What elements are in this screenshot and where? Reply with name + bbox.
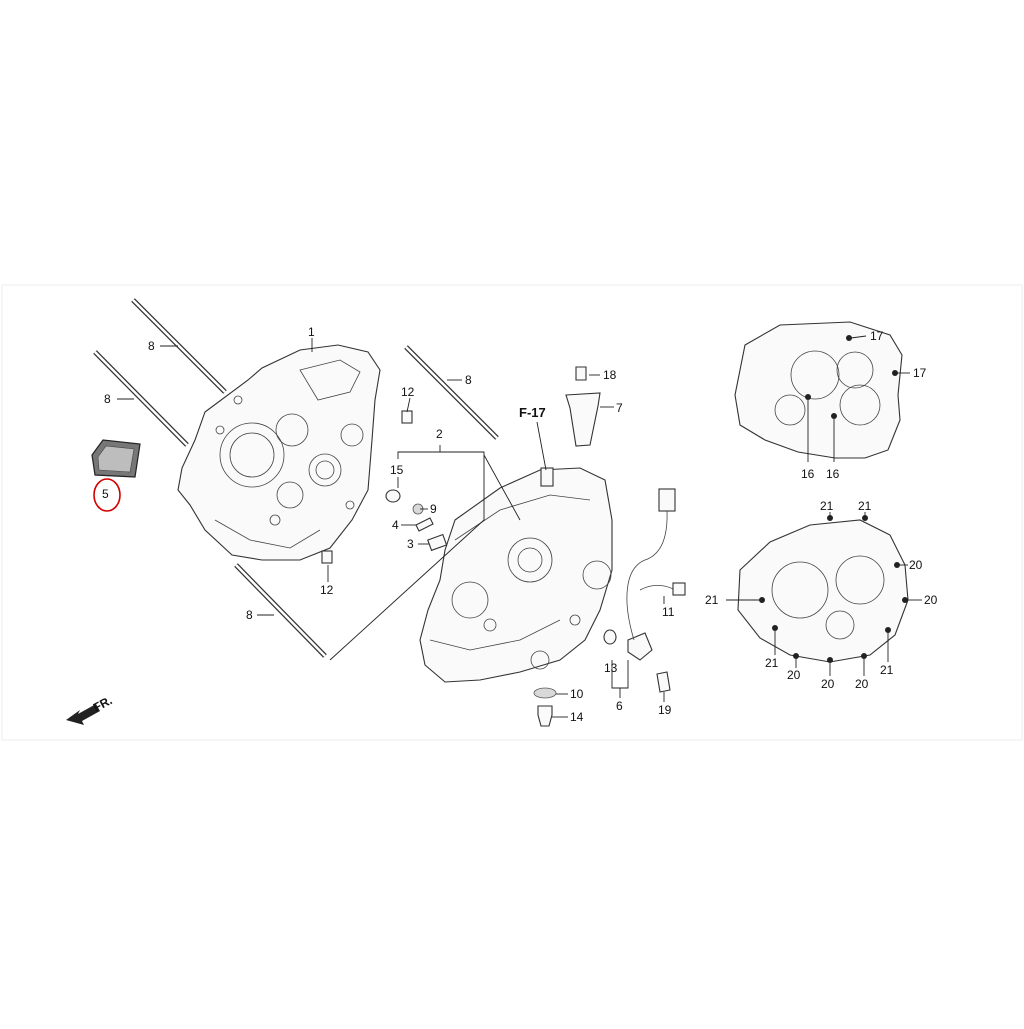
sensor-6 — [627, 632, 653, 661]
spring-4 — [415, 517, 434, 532]
callout-8-a: 8 — [148, 339, 155, 353]
callout-16-b: 16 — [826, 467, 840, 481]
oil-strainer-screen — [91, 439, 141, 478]
callout-13: 13 — [604, 661, 618, 675]
callout-6: 6 — [616, 699, 623, 713]
washer-10 — [533, 687, 557, 699]
callout-5: 5 — [102, 487, 109, 501]
callout-10: 10 — [570, 687, 584, 701]
stud-bolts — [93, 298, 499, 658]
leader-lines — [117, 335, 922, 718]
left-crankcase — [177, 344, 381, 561]
callout-20-e: 20 — [855, 677, 869, 691]
callout-15: 15 — [390, 463, 404, 477]
seal-15 — [385, 489, 401, 503]
callout-8-b: 8 — [104, 392, 111, 406]
highlight-circle — [93, 478, 121, 512]
callout-17-b: 17 — [913, 366, 927, 380]
bolt-19 — [656, 671, 671, 693]
dowel-pin-upper — [401, 410, 413, 424]
callout-21-c: 21 — [705, 593, 719, 607]
plunger-3 — [427, 533, 448, 552]
right-cover-gasket — [734, 321, 903, 459]
o-ring-13 — [603, 629, 617, 645]
bolt-18 — [575, 366, 587, 381]
callout-21-b: 21 — [858, 499, 872, 513]
drain-bolt-14 — [537, 705, 553, 727]
gear-sensor-7 — [565, 392, 601, 447]
callout-12-b: 12 — [320, 583, 334, 597]
callout-21-e: 21 — [880, 663, 894, 677]
callout-17-a: 17 — [870, 329, 884, 343]
callout-20-c: 20 — [787, 668, 801, 682]
callout-3: 3 — [407, 537, 414, 551]
callout-19: 19 — [658, 703, 672, 717]
callout-21-a: 21 — [820, 499, 834, 513]
wire-harness — [626, 488, 686, 641]
callout-4: 4 — [392, 518, 399, 532]
callout-20-d: 20 — [821, 677, 835, 691]
callout-8-d: 8 — [246, 608, 253, 622]
callout-9: 9 — [430, 502, 437, 516]
callout-2: 2 — [436, 427, 443, 441]
left-cover-gasket — [737, 515, 909, 663]
section-reference-label: F-17 — [519, 405, 546, 420]
callout-20-b: 20 — [924, 593, 938, 607]
callout-21-d: 21 — [765, 656, 779, 670]
right-crankcase — [419, 467, 613, 683]
callout-14: 14 — [570, 710, 584, 724]
dowel-pin-lower — [321, 550, 333, 564]
front-arrow: FR. — [66, 693, 114, 725]
callout-16-a: 16 — [801, 467, 815, 481]
callout-18: 18 — [603, 368, 617, 382]
callout-8-c: 8 — [465, 373, 472, 387]
callout-7: 7 — [616, 401, 623, 415]
small-parts — [321, 366, 671, 727]
callout-12-a: 12 — [401, 385, 415, 399]
callout-11: 11 — [662, 605, 675, 619]
callout-1: 1 — [308, 325, 315, 339]
diagram-frame — [1, 284, 1023, 741]
callout-20-a: 20 — [909, 558, 923, 572]
callout-numbers: 1 2 3 4 5 6 7 8 8 8 8 9 10 11 12 12 13 1… — [102, 325, 938, 724]
